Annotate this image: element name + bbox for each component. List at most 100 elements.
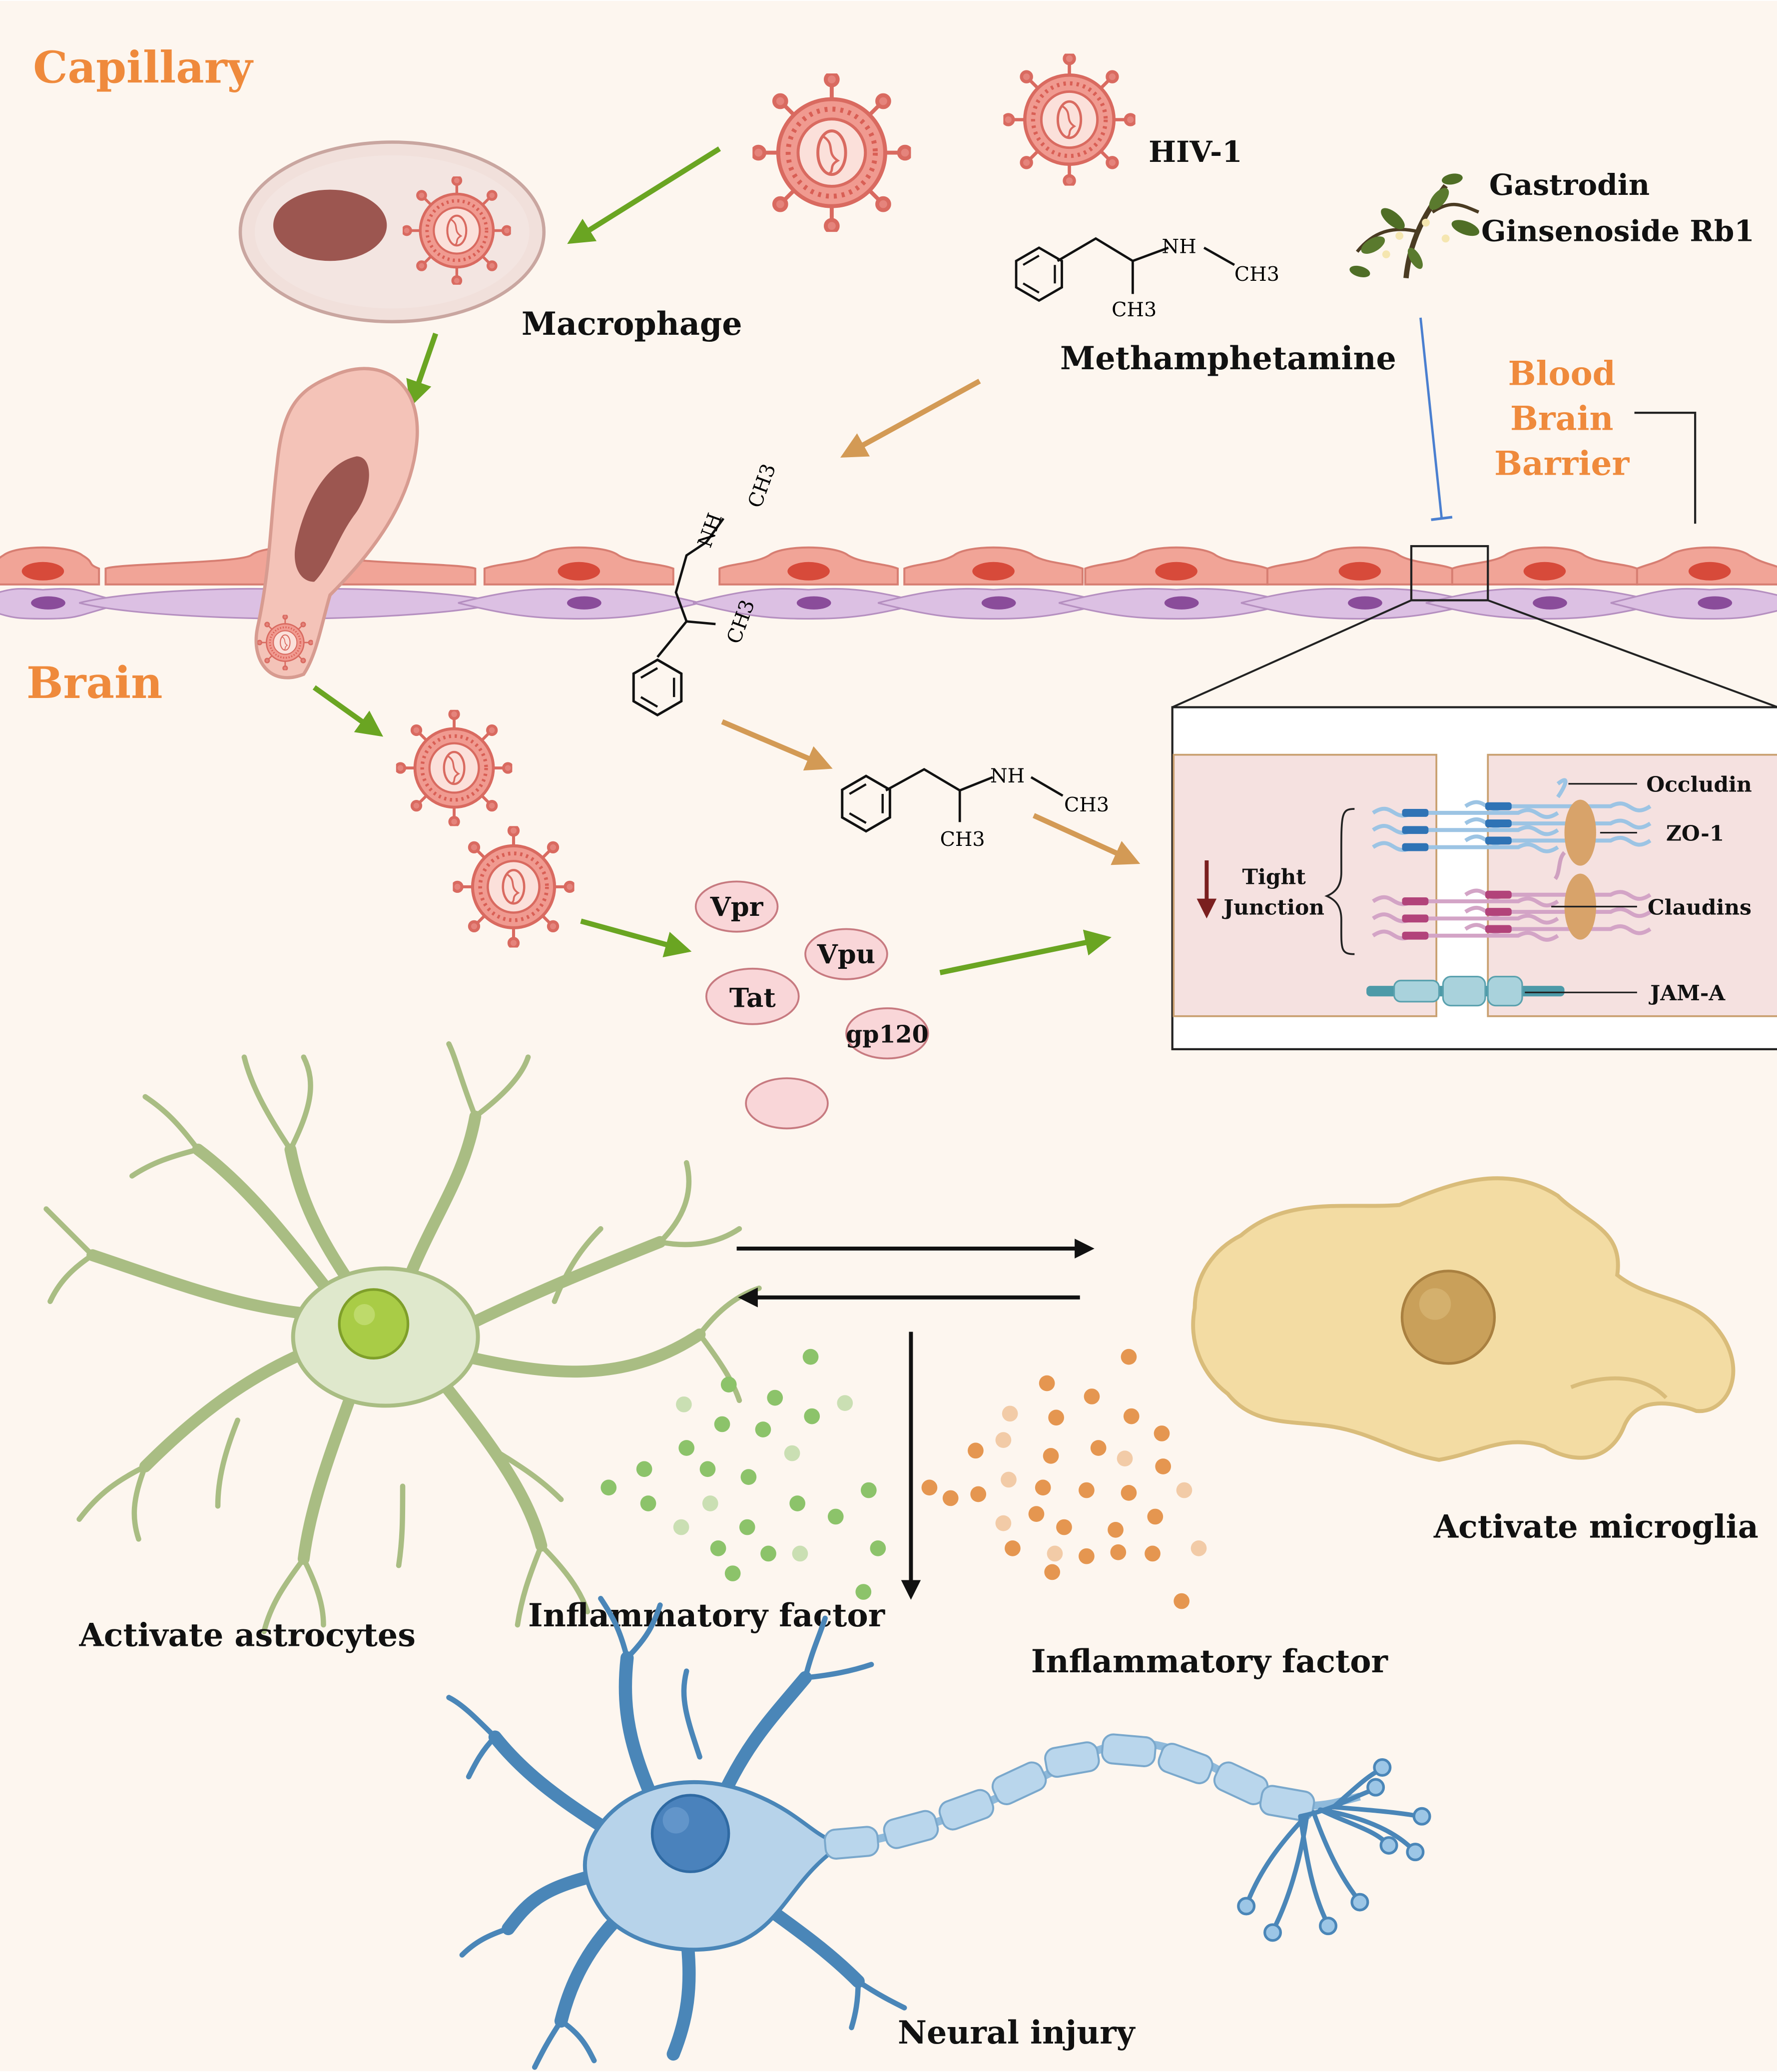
- myelin-sheath: [824, 1733, 1315, 1860]
- inflammatory-factor-dot: [870, 1540, 886, 1556]
- astrocyte-nucleus: [338, 1288, 410, 1360]
- zoom-connector: [1172, 599, 1412, 708]
- myelin-segment: [991, 1761, 1047, 1805]
- occludin-domain: [1485, 802, 1512, 810]
- ch3-label: CH3: [940, 828, 985, 851]
- hiv-virus-icon: [752, 73, 911, 232]
- microglia-label: Activate microglia: [1433, 1508, 1759, 1545]
- inflammatory-factor-dot: [1147, 1508, 1164, 1525]
- hiv-virus-icon: [396, 710, 513, 826]
- claudins-label: Claudins: [1648, 894, 1752, 919]
- meth-arrow: [840, 379, 981, 458]
- inflammatory-factor-dot: [1155, 1458, 1172, 1474]
- inflammatory-factor-dot: [1117, 1450, 1133, 1467]
- pericyte-nucleus: [796, 596, 831, 610]
- pericyte-nucleus: [1533, 596, 1567, 610]
- inflammatory-factor-dot: [1190, 1540, 1207, 1556]
- inflammatory-factor-dot: [673, 1519, 689, 1535]
- nucleus-highlight: [1419, 1288, 1451, 1320]
- neuron-cell: [446, 1595, 907, 2070]
- protein-blob: [745, 1077, 829, 1130]
- microglia-inflammatory-factors: [921, 1349, 1207, 1609]
- axon-terminal: [1245, 1768, 1422, 1931]
- inflammatory-factor-dot: [1044, 1564, 1061, 1580]
- ch3-label: CH3: [1064, 793, 1109, 816]
- nucleus-highlight: [354, 1304, 375, 1326]
- inflammatory-factor-dot: [1048, 1409, 1064, 1426]
- inflammatory-factor-dot: [710, 1540, 726, 1556]
- flow-arrow: [939, 929, 1112, 975]
- ginsenoside-label: Ginsenoside Rb1: [1481, 214, 1755, 248]
- myelin-segment: [1158, 1743, 1213, 1785]
- inflammatory-factor-dot: [784, 1445, 800, 1461]
- hiv-label: HIV-1: [1149, 134, 1242, 169]
- occludin-strand: [1372, 806, 1559, 819]
- inflammatory-factor-dot: [968, 1442, 984, 1459]
- occludin-strand: [1464, 834, 1652, 847]
- myelin-segment: [824, 1826, 879, 1860]
- transmigrating-macrophage: [254, 367, 419, 680]
- inflammatory-factor-dot: [827, 1508, 844, 1525]
- hiv-virus-icon: [453, 826, 574, 947]
- occludin-strand: [1372, 824, 1559, 836]
- inflammatory-factor-dot: [1090, 1440, 1107, 1456]
- inhibition-line: [1419, 317, 1443, 519]
- pericyte-nucleus: [567, 596, 601, 610]
- inflammatory-factor-dot: [1079, 1548, 1095, 1564]
- astrocyte-inflammatory-factors: [600, 1349, 886, 1600]
- hiv-virus-icon: [257, 615, 313, 671]
- inflammatory-factor-dot: [855, 1584, 872, 1600]
- inflammatory-factor-dot: [1005, 1540, 1021, 1556]
- occludin-strand: [1464, 800, 1652, 812]
- inflammatory-factor-dot: [1084, 1388, 1100, 1404]
- occludin-strand: [1464, 817, 1652, 830]
- bbb-label-line3: Barrier: [1494, 444, 1630, 483]
- flow-arrow: [312, 685, 384, 737]
- occludin-domain: [1402, 843, 1429, 851]
- inflammatory-factor-dot: [1145, 1545, 1161, 1562]
- inflammatory-factor-dot: [995, 1432, 1012, 1448]
- inflammatory-factor-dot: [702, 1495, 718, 1511]
- claudin-strand: [1464, 888, 1652, 901]
- pericyte-cell: [1610, 588, 1777, 620]
- claudin-domain: [1485, 925, 1512, 933]
- neural-injury-label: Neural injury: [898, 2014, 1136, 2051]
- bbb-bracket: [1634, 412, 1697, 524]
- inflammatory-factor-dot: [1079, 1482, 1095, 1498]
- inflammatory-factor-label: Inflammatory factor: [1031, 1642, 1389, 1680]
- nh-label: NH: [990, 764, 1025, 787]
- endothelial-nucleus: [1338, 562, 1381, 581]
- inflammatory-factor-dot: [740, 1469, 757, 1485]
- inflammatory-factor-dot: [1154, 1425, 1170, 1441]
- zoom-source-box: [1410, 545, 1489, 602]
- neuron-nucleus: [650, 1794, 730, 1873]
- inhibition-bar: [1431, 516, 1453, 521]
- pericyte-nucleus: [31, 596, 65, 610]
- inflammatory-factor-dot: [921, 1479, 938, 1496]
- claudin-strand: [1372, 895, 1559, 908]
- occludin-label: Occludin: [1646, 772, 1752, 797]
- claudin-domain: [1485, 890, 1512, 899]
- inflammatory-factor-dot: [600, 1479, 617, 1496]
- tight-junction-label: Tight: [1242, 864, 1306, 889]
- inflammatory-factor-dot: [1056, 1519, 1072, 1535]
- flow-arrow: [580, 918, 692, 957]
- pericyte-nucleus: [1698, 596, 1733, 610]
- claudin-domain: [1402, 931, 1429, 940]
- meth-arrow: [1033, 813, 1141, 865]
- plant-icon: [1349, 173, 1480, 279]
- myelin-segment: [938, 1789, 995, 1831]
- methamphetamine-structure: NH CH3 CH3: [1016, 235, 1279, 321]
- occludin-domain: [1402, 808, 1429, 817]
- inflammatory-factor-dot: [760, 1545, 776, 1562]
- occludin-domain: [1485, 836, 1512, 845]
- endothelial-nucleus: [787, 562, 830, 581]
- vpu-protein: [804, 928, 888, 980]
- bbb-label-line1: Blood: [1508, 354, 1616, 393]
- inflammatory-factor-dot: [1002, 1405, 1018, 1422]
- inflammatory-factor-dot: [699, 1461, 716, 1477]
- myelin-segment: [1044, 1741, 1100, 1778]
- inflammatory-factor-dot: [942, 1490, 959, 1506]
- inflammatory-factor-dot: [1001, 1471, 1017, 1488]
- inflammatory-factor-dot: [802, 1349, 819, 1365]
